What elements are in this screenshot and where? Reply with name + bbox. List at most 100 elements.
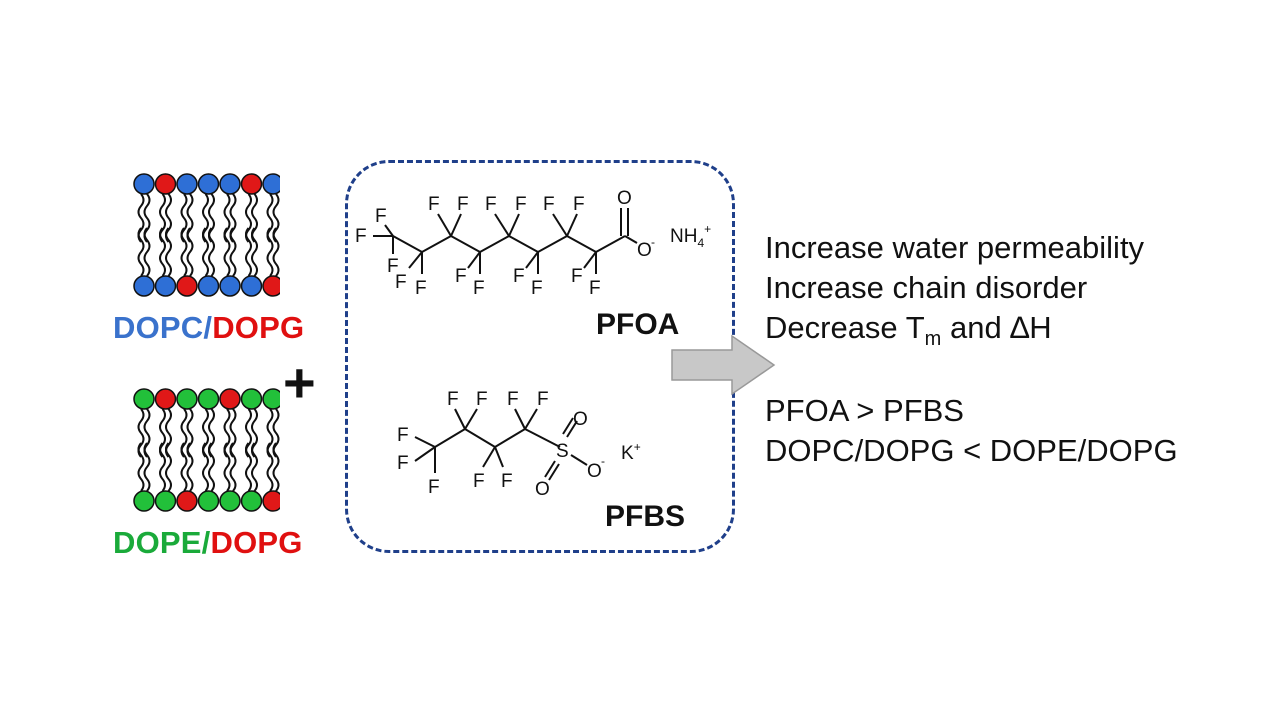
- lipid-head: [262, 275, 280, 297]
- effects-panel: Increase water permeability Increase cha…: [765, 228, 1178, 471]
- lipid-head: [240, 275, 263, 297]
- dopg-label: DOPG: [212, 310, 305, 345]
- lipid-tail: [165, 442, 172, 492]
- fluorine-atom: F: [531, 278, 543, 299]
- lipid-tail: [180, 227, 188, 277]
- lipid-tail: [143, 227, 151, 277]
- fluorine-atom: F: [513, 266, 525, 287]
- lipid-tail: [251, 227, 258, 277]
- lipid-tail: [186, 442, 194, 492]
- lipid-head: [154, 173, 177, 195]
- dopc-dopg-label: DOPC/DOPG: [113, 310, 304, 346]
- lipid-tail: [165, 227, 172, 277]
- lipid-tail: [266, 227, 274, 277]
- fluorine-atom: F: [476, 389, 488, 410]
- dope-label: DOPE: [113, 525, 202, 560]
- lipid-head: [133, 173, 155, 195]
- fluorine-atom: F: [387, 256, 399, 277]
- oxygen-anion: O: [637, 240, 652, 261]
- lipid-head: [176, 173, 198, 195]
- fluorine-atom: F: [457, 194, 469, 215]
- fluorine-atom: F: [428, 194, 440, 215]
- lipid-tail: [186, 227, 194, 277]
- lipid-head: [219, 490, 241, 512]
- oxygen-atom: O: [573, 409, 588, 430]
- lipid-head: [197, 490, 220, 512]
- dope-dopg-label: DOPE/DOPG: [113, 525, 303, 561]
- fluorine-atom: F: [571, 266, 583, 287]
- lipid-head: [197, 275, 220, 297]
- minus-charge: -: [651, 235, 655, 249]
- fluorine-atom: F: [573, 194, 585, 215]
- lipid-head: [154, 275, 177, 297]
- lipid-head: [197, 388, 220, 410]
- fluorine-atom: F: [501, 471, 513, 492]
- lipid-tail: [251, 442, 258, 492]
- lipid-tail: [223, 227, 231, 277]
- lipid-head: [154, 490, 177, 512]
- dopc-label: DOPC: [113, 310, 204, 345]
- lipid-head: [262, 388, 280, 410]
- lipid-head: [133, 490, 155, 512]
- lipid-tail: [245, 227, 252, 277]
- lipid-tail: [272, 442, 280, 492]
- effect-transition: Decrease Tm and ∆H: [765, 310, 1052, 351]
- lipid-tail: [266, 442, 274, 492]
- oxygen-atom: O: [535, 479, 550, 500]
- lipid-head: [240, 388, 263, 410]
- dope-dopg-bilayer: [133, 388, 280, 512]
- effect-arrow: [671, 334, 776, 396]
- fluorine-atom: F: [415, 278, 427, 299]
- fluorine-atom: F: [447, 389, 459, 410]
- lipid-tail: [159, 227, 166, 277]
- lipid-head: [133, 388, 155, 410]
- effect-permeability: Increase water permeability: [765, 230, 1145, 265]
- lipid-head: [219, 275, 241, 297]
- fluorine-atom: F: [473, 471, 485, 492]
- fluorine-atom: F: [397, 425, 409, 446]
- effect-disorder: Increase chain disorder: [765, 270, 1088, 305]
- dopc-dopg-bilayer: [133, 173, 280, 297]
- lipid-head: [176, 275, 198, 297]
- dopg-label: DOPG: [210, 525, 303, 560]
- minus-charge: -: [601, 454, 605, 468]
- potassium-ion: K+: [621, 440, 641, 464]
- lipid-tail: [229, 442, 237, 492]
- lipid-head: [197, 173, 220, 195]
- lipid-head: [262, 173, 280, 195]
- fluorine-atom: F: [485, 194, 497, 215]
- compound-ranking: PFOA > PFBS: [765, 393, 964, 429]
- lipid-tail: [208, 442, 215, 492]
- plus-sign: +: [283, 351, 316, 414]
- lipid-head: [240, 173, 263, 195]
- lipid-head: [240, 490, 263, 512]
- fluorine-atom: F: [507, 389, 519, 410]
- pfoa-structure: F F F F F F F F F F F F F F F F F O O - …: [355, 188, 711, 299]
- pfbs-structure: F F F F F F F F F S O O O - K+: [397, 389, 641, 500]
- lipid-tail: [223, 442, 231, 492]
- fluorine-atom: F: [395, 272, 407, 293]
- fluorine-atom: F: [397, 453, 409, 474]
- oxygen-atom: O: [617, 188, 632, 209]
- ammonium-ion: NH4+: [670, 222, 711, 250]
- lipid-head: [154, 388, 177, 410]
- fluorine-atom: F: [375, 206, 387, 227]
- lipid-head: [176, 388, 198, 410]
- lipid-tail: [137, 227, 145, 277]
- lipid-tail: [159, 442, 166, 492]
- fluorine-atom: F: [537, 389, 549, 410]
- pfbs-name: PFBS: [605, 500, 686, 533]
- sulfur-atom: S: [556, 441, 569, 462]
- lipid-tail: [245, 442, 252, 492]
- fluorine-atom: F: [473, 278, 485, 299]
- lipid-head: [176, 490, 198, 512]
- lipid-tail: [208, 227, 215, 277]
- lipid-head: [133, 275, 155, 297]
- lipid-tail: [272, 227, 280, 277]
- fluorine-atom: F: [589, 278, 601, 299]
- membrane-ranking: DOPC/DOPG < DOPE/DOPG: [765, 433, 1178, 469]
- fluorine-atom: F: [515, 194, 527, 215]
- fluorine-atom: F: [543, 194, 555, 215]
- lipid-head: [219, 173, 241, 195]
- label-separator: /: [201, 525, 211, 560]
